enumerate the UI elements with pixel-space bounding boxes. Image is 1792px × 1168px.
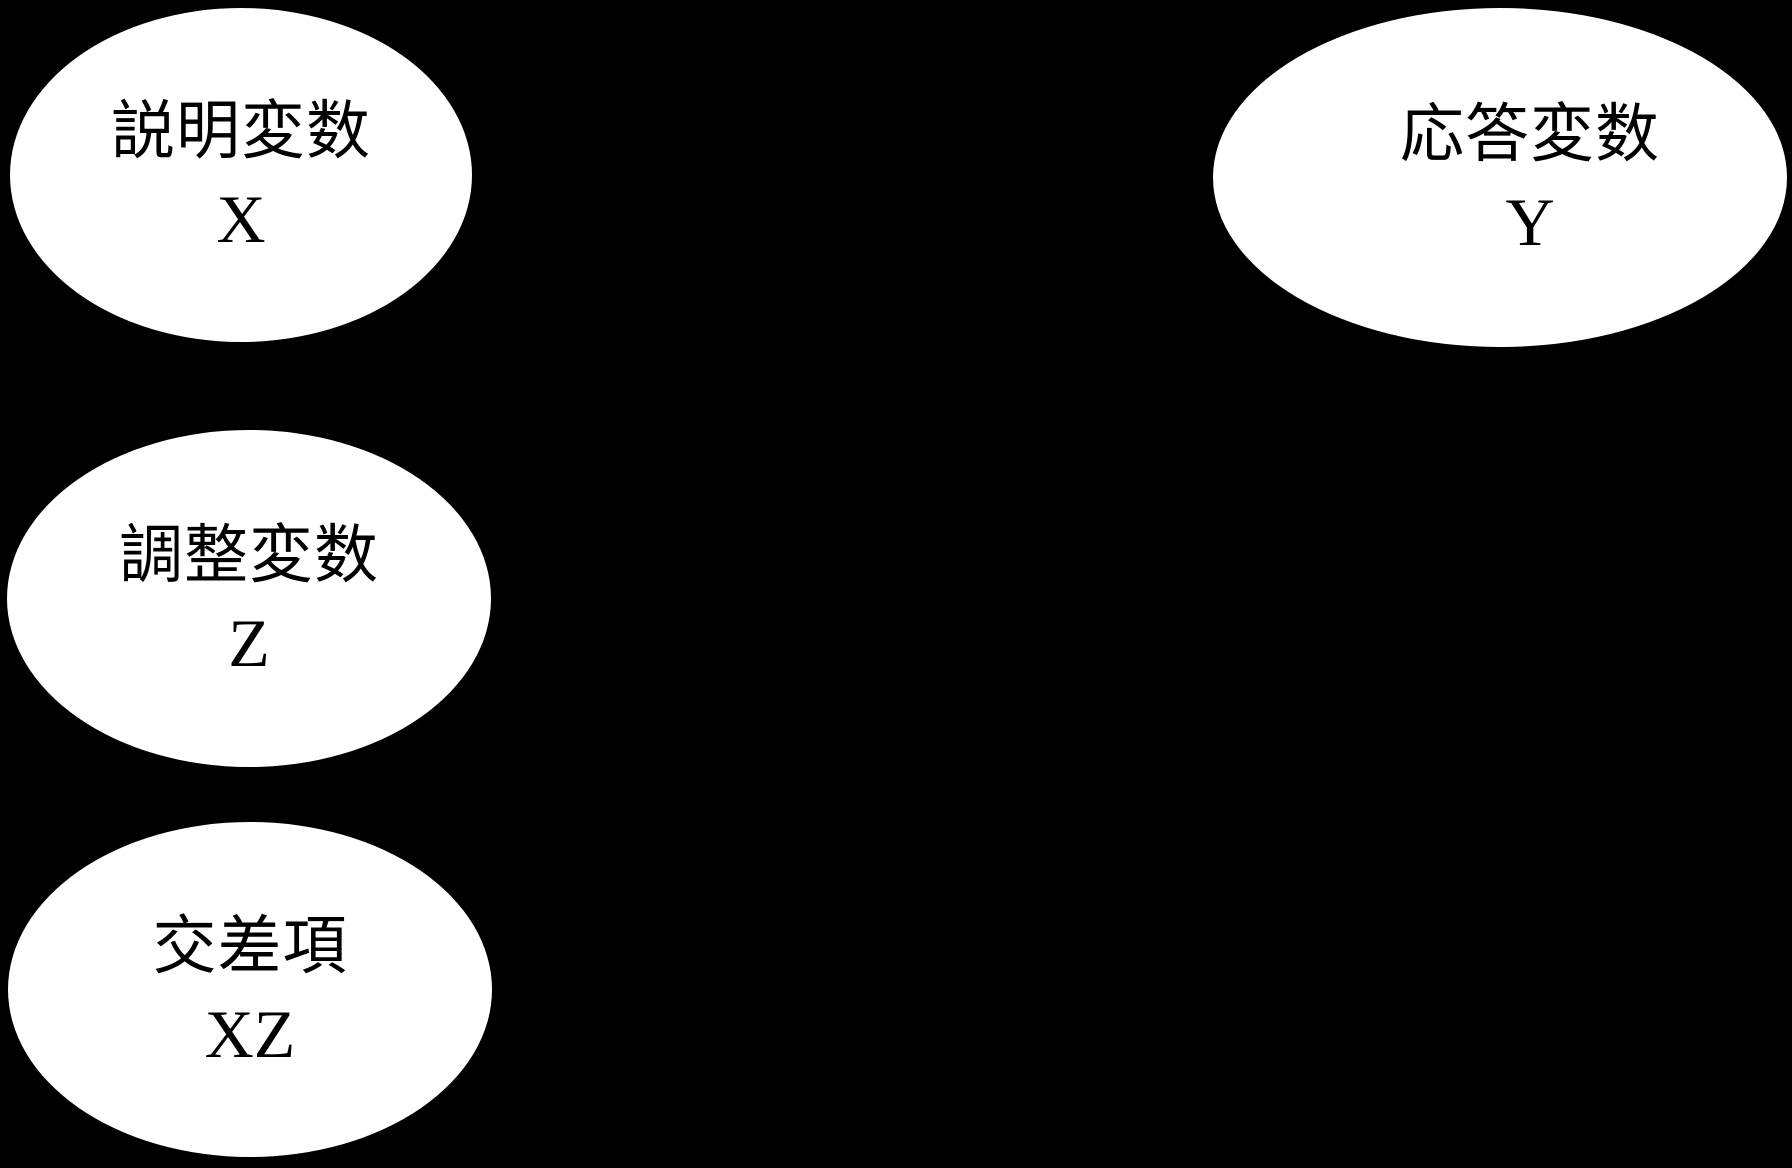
node-label-symbol: Y xyxy=(1505,183,1555,260)
node-response-variable-y: 応答変数 Y xyxy=(1213,8,1787,347)
node-label-japanese: 説明変数 xyxy=(111,95,371,167)
node-text-block: 説明変数 X xyxy=(111,87,371,263)
node-text-block: 応答変数 Y xyxy=(1400,90,1660,266)
node-label-symbol: XZ xyxy=(204,995,296,1072)
node-moderator-variable-z: 調整変数 Z xyxy=(7,430,491,767)
node-label-symbol: X xyxy=(216,181,266,257)
node-text-block: 交差項 XZ xyxy=(153,902,348,1078)
node-label-japanese: 交差項 xyxy=(152,909,348,982)
node-explanatory-variable-x: 説明変数 X xyxy=(10,8,472,342)
node-label-symbol: Z xyxy=(228,604,270,681)
node-label-japanese: 応答変数 xyxy=(1400,97,1660,170)
node-text-block: 調整変数 Z xyxy=(119,511,379,687)
node-label-japanese: 調整変数 xyxy=(119,518,379,591)
node-interaction-term-xz: 交差項 XZ xyxy=(8,822,492,1157)
